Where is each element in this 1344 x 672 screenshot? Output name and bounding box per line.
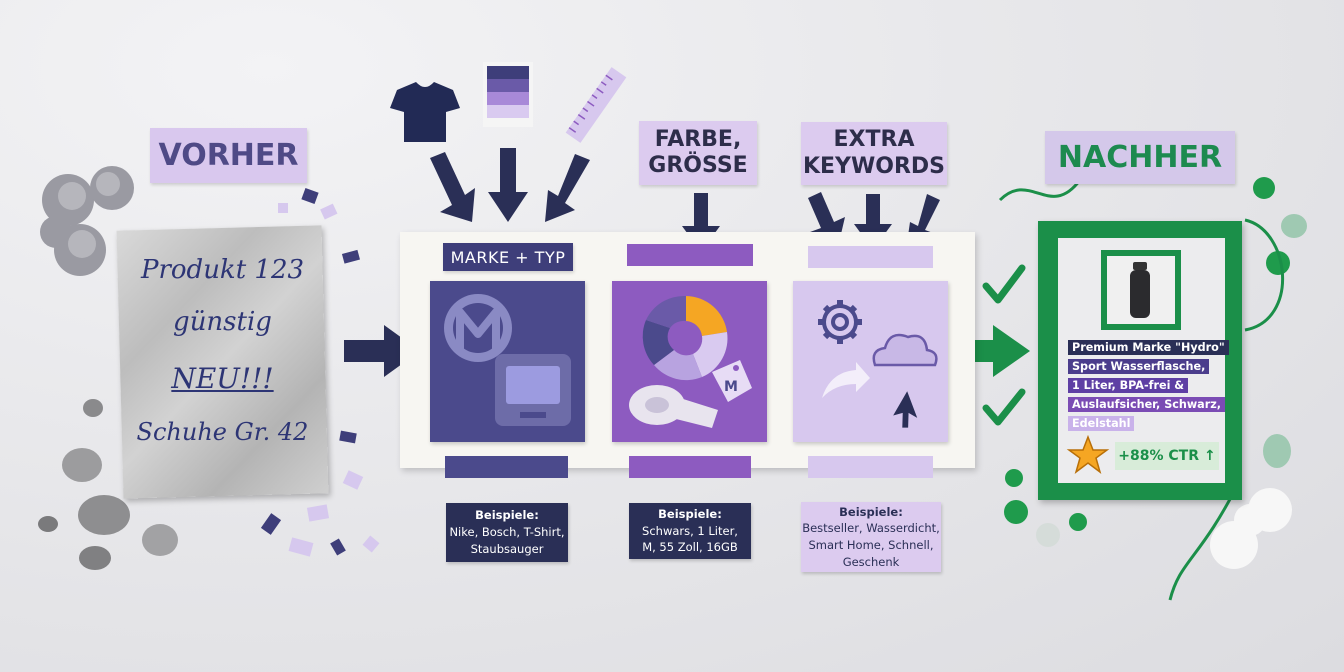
checkmark-icon	[982, 264, 1026, 304]
note-line-1: Produkt 123	[140, 255, 305, 285]
tshirt-icon	[390, 82, 460, 142]
svg-text:M: M	[724, 379, 738, 395]
share-arrow-icon	[822, 362, 870, 398]
color-wheel-icon	[642, 295, 728, 381]
star-icon	[1066, 434, 1110, 474]
product-title-line-1: Premium Marke "Hydro"	[1068, 340, 1229, 355]
note-line-2: günstig	[173, 307, 272, 337]
water-bottle-icon	[1130, 262, 1150, 318]
arrow-down-1a	[430, 152, 475, 222]
after-label: NACHHER	[1045, 131, 1235, 184]
product-title-line-4: Auslaufsicher, Schwarz,	[1068, 397, 1226, 412]
arrow-right-2	[956, 325, 1030, 377]
product-title-line-2: Sport Wasserflasche,	[1068, 359, 1210, 374]
ctr-badge: +88% CTR ↑	[1115, 442, 1219, 470]
cloud-icon	[872, 333, 938, 367]
color-swatch-icon	[483, 62, 533, 127]
size-tag-icon: M	[712, 360, 752, 402]
arrow-down-1b	[488, 148, 528, 222]
gear-icon	[818, 300, 862, 344]
product-title-line-3: 1 Liter, BPA-frei &	[1068, 378, 1189, 393]
step2-label: FARBE,GRÖSSE	[639, 121, 757, 185]
note-line-4: Schuhe Gr. 42	[136, 418, 309, 446]
ruler-icon	[565, 67, 627, 143]
step2-strip-top	[627, 244, 753, 266]
step3-strip-top	[808, 246, 933, 268]
step3-strip-bottom	[808, 456, 933, 478]
step2-strip-bottom	[629, 456, 751, 478]
step1-examples: Beispiele: Nike, Bosch, T-Shirt, Staubsa…	[446, 503, 568, 562]
cursor-icon	[893, 391, 918, 428]
brand-logo-icon	[444, 294, 512, 362]
product-title-line-5: Edelstahl	[1068, 416, 1135, 431]
checkmark-icon	[982, 388, 1026, 426]
step1-strip-bottom	[445, 456, 568, 478]
arrow-up-icon: ↑	[1203, 448, 1216, 464]
arrow-down-1c	[545, 154, 590, 222]
before-label: VORHER	[150, 128, 307, 183]
step2-examples: Beispiele: Schwars, 1 Liter, M, 55 Zoll,…	[629, 503, 751, 559]
step1-label: MARKE + TYP	[443, 243, 573, 271]
note-line-3: NEU!!!	[171, 362, 274, 395]
measuring-tape-icon	[629, 385, 718, 428]
step3-examples: Beispiele: Bestseller, Wasserdicht, Smar…	[801, 502, 941, 572]
monitor-icon	[495, 354, 571, 426]
